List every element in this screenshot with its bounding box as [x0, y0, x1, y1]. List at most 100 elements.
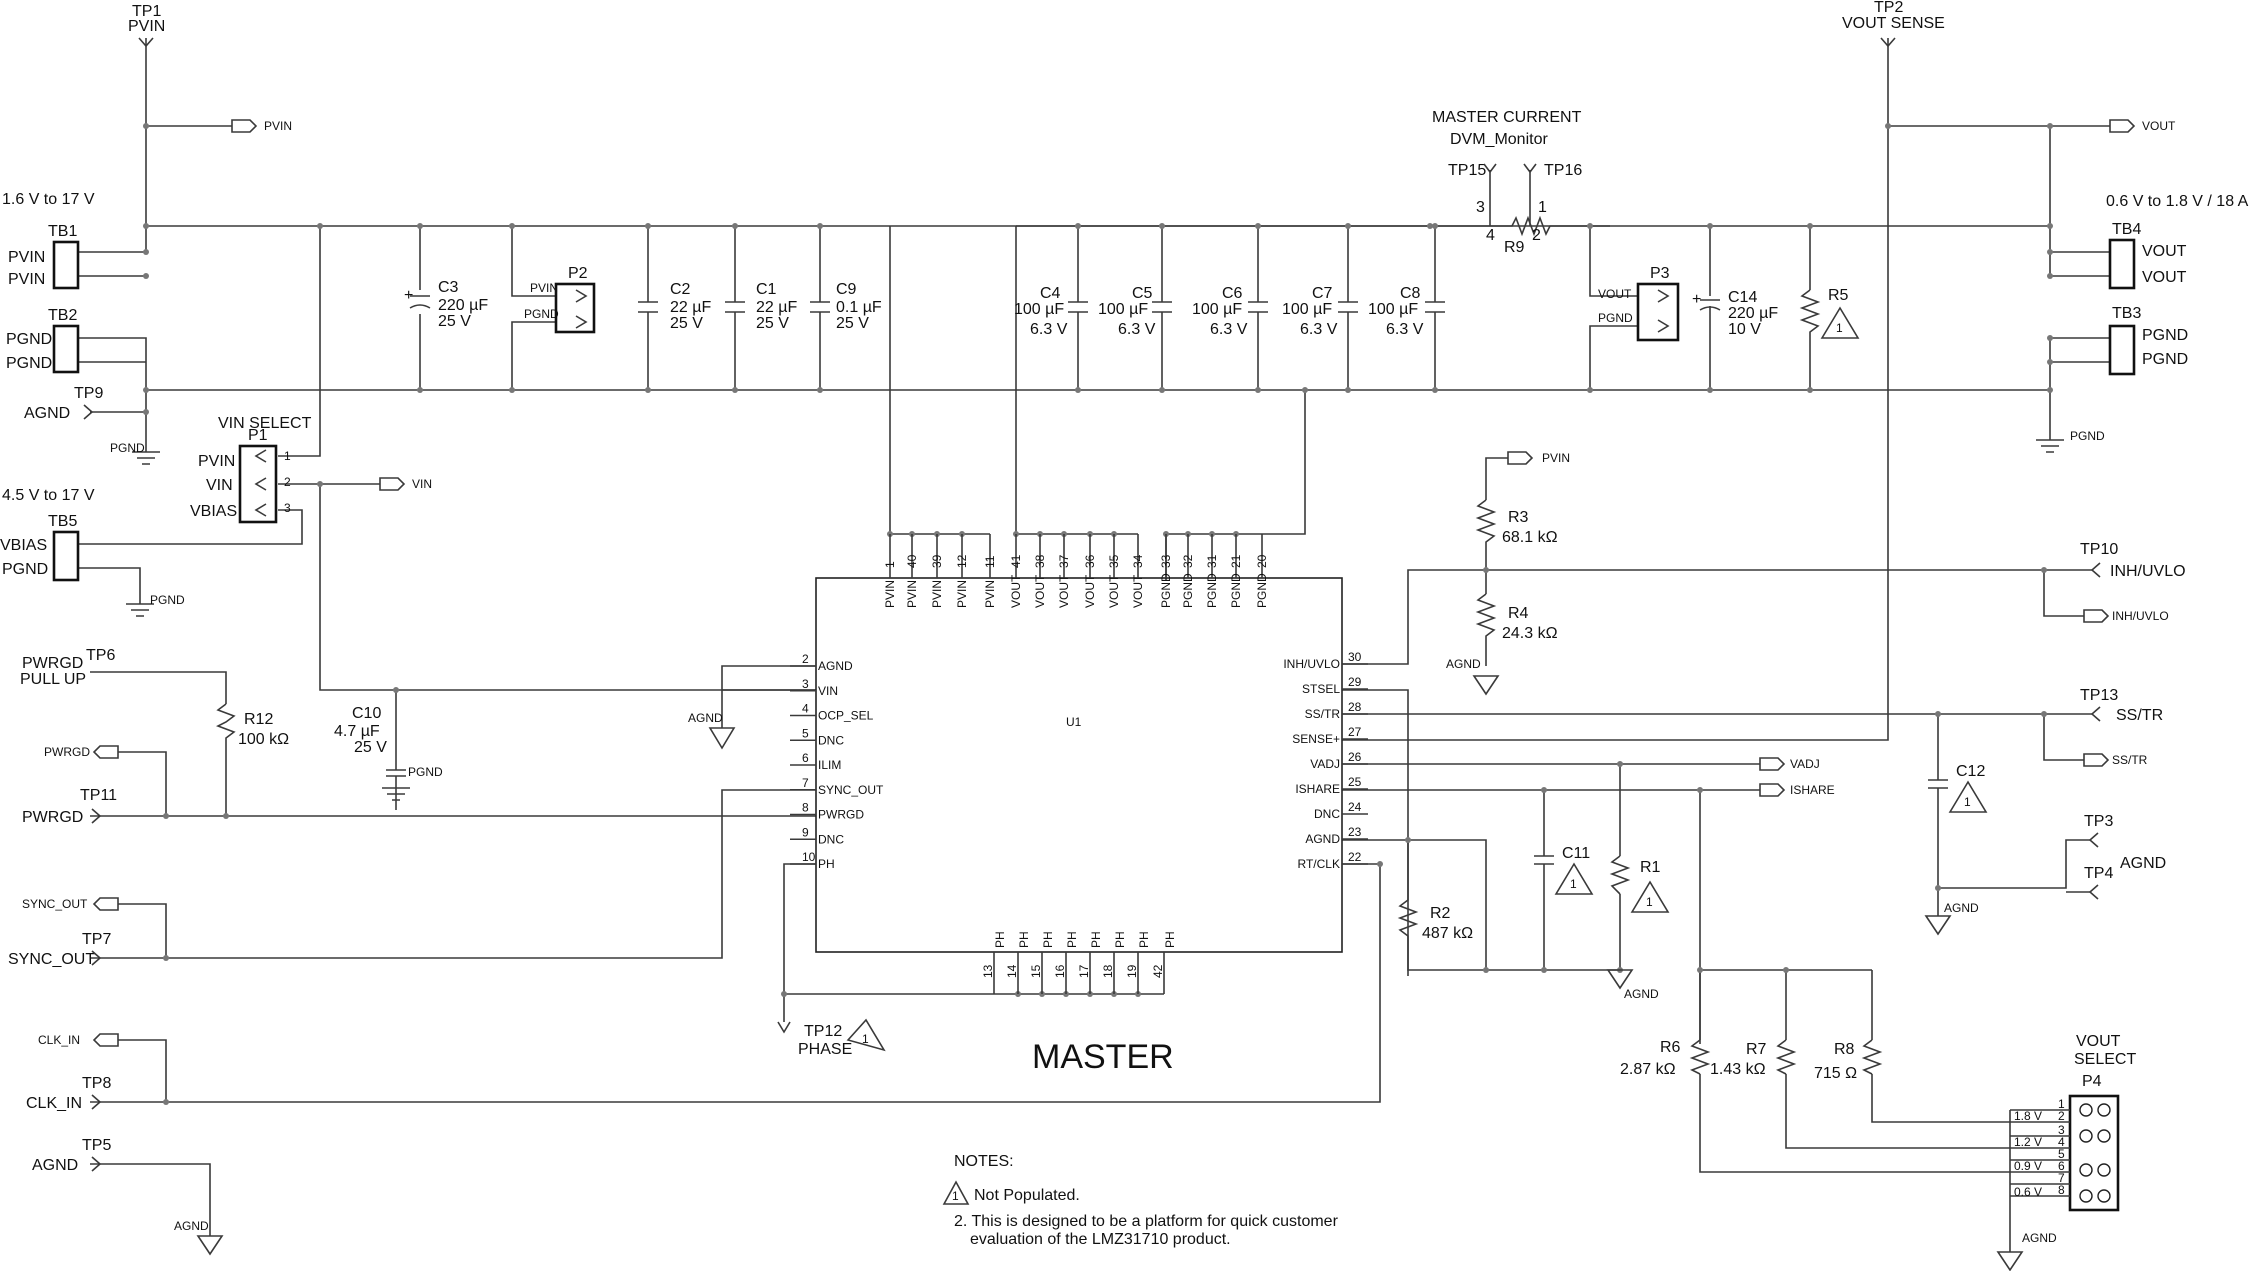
- junction-dot: [1427, 223, 1433, 229]
- testpoint-tp13[interactable]: TP13 SS/TR: [2080, 687, 2163, 724]
- svg-text:AGND: AGND: [2022, 1231, 2057, 1245]
- junction-dot: [1377, 861, 1383, 867]
- junction-dot: [1617, 761, 1623, 767]
- svg-text:TP12: TP12: [804, 1023, 842, 1040]
- svg-text:C4: C4: [1040, 285, 1061, 302]
- svg-text:PWRGD: PWRGD: [22, 809, 83, 826]
- svg-text:SYNC_OUT: SYNC_OUT: [22, 897, 88, 911]
- svg-text:R5: R5: [1828, 287, 1849, 304]
- svg-text:AGND: AGND: [1624, 987, 1659, 1001]
- svg-text:TP5: TP5: [82, 1137, 111, 1154]
- jumper-p1[interactable]: VIN SELECT P1 PVIN VIN VBIAS 1 2 3: [190, 415, 312, 524]
- svg-text:487 kΩ: 487 kΩ: [1422, 925, 1473, 942]
- svg-text:C9: C9: [836, 281, 857, 298]
- svg-text:R9: R9: [1504, 239, 1525, 256]
- ic-pin-name: VOUT: [1057, 574, 1071, 608]
- ic-pin-number: 39: [930, 554, 944, 568]
- jumper-p3[interactable]: P3 VOUT PGND: [1598, 265, 1680, 342]
- ic-pin-name: STSEL: [1302, 682, 1340, 696]
- testpoint-tp3-tp4[interactable]: TP3 AGND TP4: [2084, 813, 2166, 900]
- svg-text:VIN: VIN: [412, 477, 432, 491]
- svg-text:0.6 V: 0.6 V: [2014, 1185, 2042, 1199]
- ic-pin-number: 24: [1348, 800, 1362, 814]
- svg-text:TP4: TP4: [2084, 865, 2113, 882]
- svg-text:P3: P3: [1650, 265, 1670, 282]
- capacitor-c1: C1 22 µF 25 V: [725, 281, 797, 332]
- jumper-p2[interactable]: P2 PVIN PGND: [524, 265, 596, 334]
- svg-text:VOUT: VOUT: [1598, 287, 1632, 301]
- testpoint-tp15-tp16[interactable]: TP15 TP16: [1448, 162, 1582, 179]
- junction-dot: [817, 223, 823, 229]
- svg-text:VOUT: VOUT: [2142, 243, 2187, 260]
- ic-pin-name: PH: [1137, 931, 1151, 948]
- terminal-tb1[interactable]: TB1 PVIN PVIN: [8, 223, 80, 290]
- svg-text:6: 6: [2058, 1159, 2065, 1173]
- svg-text:R7: R7: [1746, 1041, 1767, 1058]
- capacitor-c14: + C14 220 µF 10 V: [1692, 289, 1778, 338]
- testpoint-tp8[interactable]: TP8 CLK_IN: [26, 1075, 111, 1112]
- junction-dot: [1783, 967, 1789, 973]
- junction-dot: [163, 813, 169, 819]
- svg-text:VOUT: VOUT: [2142, 269, 2187, 286]
- ic-pin-number: 33: [1159, 554, 1173, 568]
- ic-pin-number: 9: [802, 825, 809, 839]
- terminal-tb2[interactable]: TB2 PGND PGND: [6, 307, 80, 374]
- testpoint-tp11[interactable]: TP11 PWRGD: [22, 787, 117, 826]
- jumper-p4[interactable]: VOUT SELECT P4 1.8 V 1.2 V 0.9 V 0.6 V 1…: [2010, 1033, 2136, 1212]
- testpoint-tp5[interactable]: TP5 AGND: [32, 1137, 111, 1174]
- junction-dot: [1707, 387, 1713, 393]
- ic-pin-number: 38: [1033, 554, 1047, 568]
- capacitor-c3: + C3 220 µF 25 V: [404, 279, 488, 330]
- svg-text:CLK_IN: CLK_IN: [26, 1095, 82, 1112]
- ic-pin-number: 17: [1077, 964, 1091, 978]
- svg-text:3: 3: [2058, 1123, 2065, 1137]
- svg-text:R6: R6: [1660, 1039, 1681, 1056]
- junction-dot: [781, 991, 787, 997]
- ic-pin-name: VOUT: [1131, 574, 1145, 608]
- junction-dot: [1587, 223, 1593, 229]
- svg-text:TP16: TP16: [1544, 162, 1582, 179]
- svg-text:PGND: PGND: [6, 331, 52, 348]
- ic-pin-number: 11: [983, 555, 997, 568]
- svg-text:R2: R2: [1430, 905, 1451, 922]
- junction-dot: [1075, 223, 1081, 229]
- testpoint-tp9[interactable]: TP9 AGND: [24, 385, 103, 422]
- testpoint-tp1[interactable]: TP1 PVIN: [128, 3, 165, 48]
- junction-dot: [1697, 787, 1703, 793]
- svg-text:AGND: AGND: [24, 405, 70, 422]
- testpoint-tp2[interactable]: TP2 VOUT SENSE: [1842, 0, 1945, 48]
- svg-text:PGND: PGND: [408, 765, 443, 779]
- junction-dot: [1432, 387, 1438, 393]
- junction-dot: [2041, 711, 2047, 717]
- junction-dot: [1255, 387, 1261, 393]
- junction-dot: [143, 223, 149, 229]
- svg-text:0.1 µF: 0.1 µF: [836, 299, 882, 316]
- svg-text:0.9 V: 0.9 V: [2014, 1159, 2042, 1173]
- input-wires: [78, 38, 2050, 810]
- svg-text:PVIN: PVIN: [8, 249, 45, 266]
- junction-dot: [317, 481, 323, 487]
- junction-dot: [1345, 223, 1351, 229]
- testpoint-tp12[interactable]: TP12 PHASE 1: [777, 1018, 886, 1058]
- svg-text:100 µF: 100 µF: [1192, 301, 1242, 318]
- svg-text:PGND: PGND: [524, 307, 559, 321]
- junction-dot: [1807, 223, 1813, 229]
- vout-range-label: 0.6 V to 1.8 V / 18 A: [2106, 193, 2249, 210]
- resistor-r5: R5 1: [1799, 287, 1860, 339]
- resistor-r6: R6 2.87 kΩ: [1620, 1039, 1711, 1078]
- svg-text:C11: C11: [1562, 845, 1590, 862]
- junction-dot: [393, 687, 399, 693]
- terminal-tb4[interactable]: TB4 VOUT VOUT: [2108, 221, 2187, 290]
- terminal-tb3[interactable]: TB3 PGND PGND: [2108, 305, 2188, 376]
- testpoint-tp6[interactable]: TP6 PWRGD PULL UP: [20, 647, 115, 688]
- resistor-r4: R4 24.3 kΩ: [1475, 593, 1558, 642]
- terminal-tb5[interactable]: TB5 VBIAS PGND: [0, 513, 80, 582]
- svg-text:1: 1: [1836, 321, 1843, 335]
- svg-text:100 kΩ: 100 kΩ: [238, 731, 289, 748]
- svg-text:100 µF: 100 µF: [1098, 301, 1148, 318]
- testpoint-tp7[interactable]: TP7 SYNC_OUT: [8, 931, 111, 968]
- ic-pin-name: ISHARE: [1295, 782, 1340, 796]
- svg-text:100 µF: 100 µF: [1368, 301, 1418, 318]
- svg-text:AGND: AGND: [1944, 901, 1979, 915]
- testpoint-tp10[interactable]: TP10 INH/UVLO: [2080, 541, 2186, 580]
